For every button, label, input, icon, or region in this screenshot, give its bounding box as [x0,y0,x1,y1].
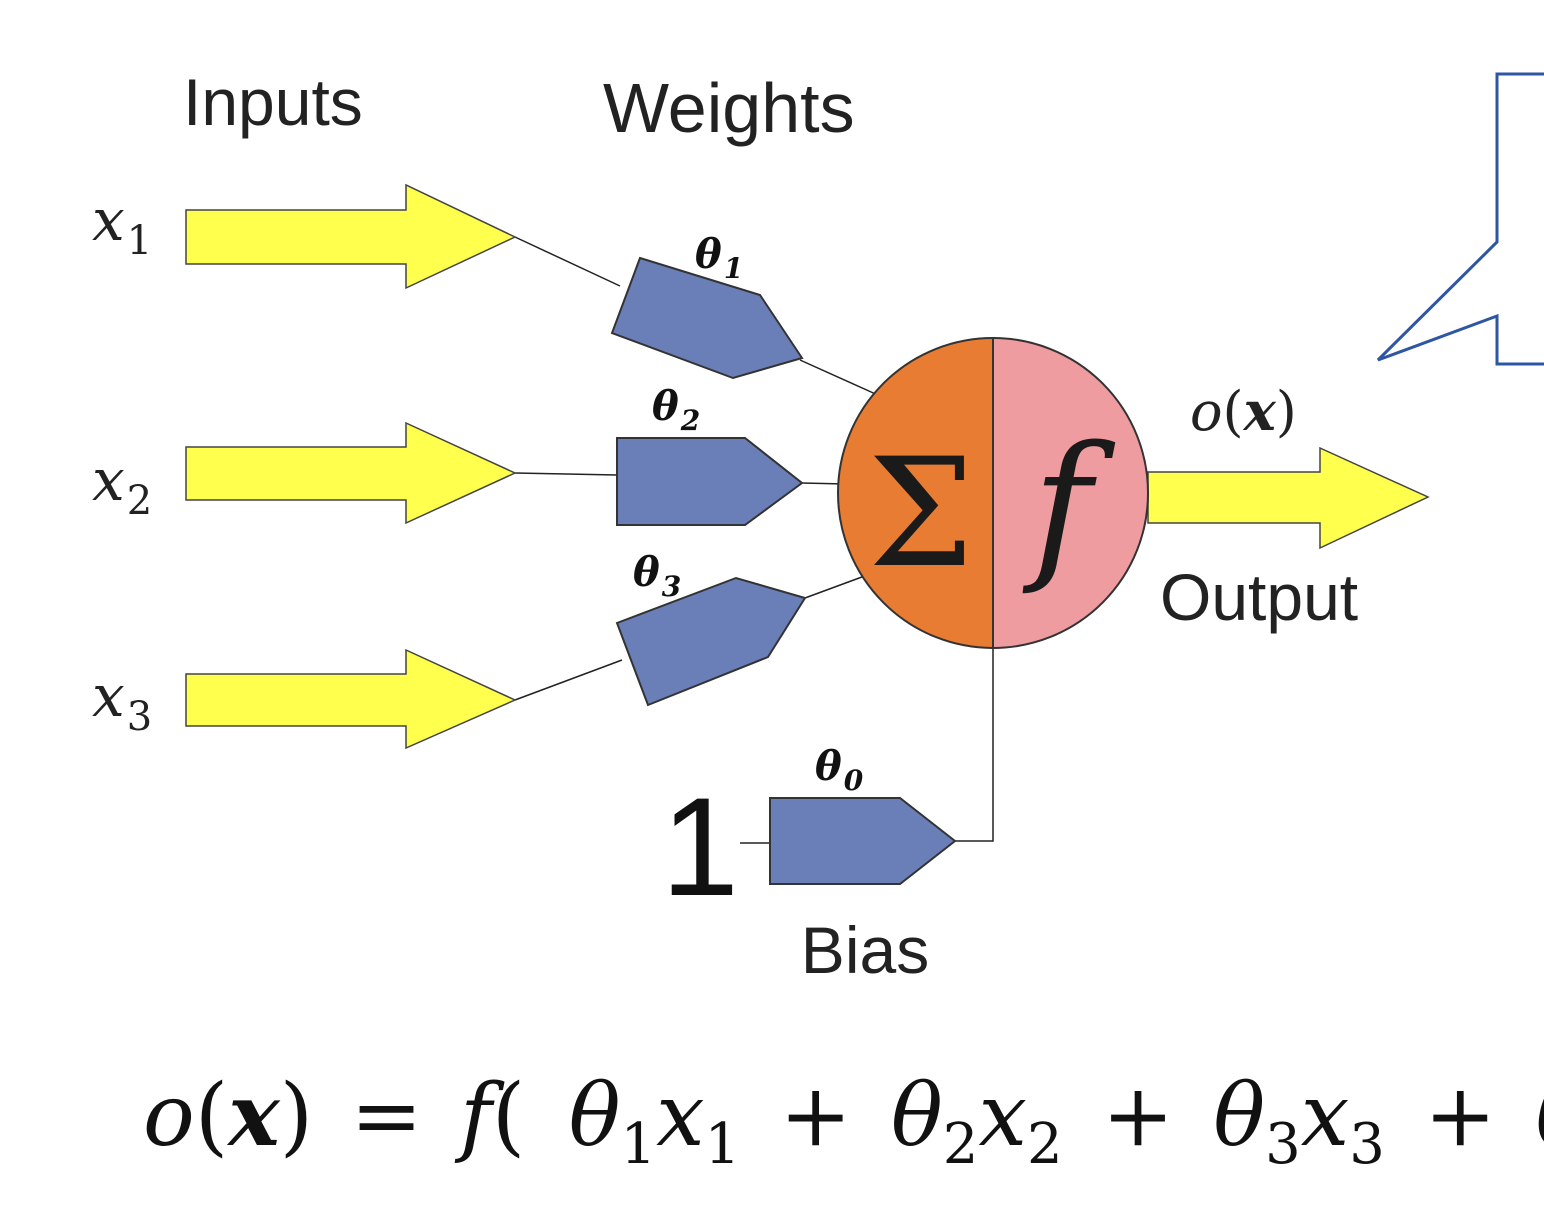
input-arrow-x3 [185,648,517,750]
neuron-sum-half [838,338,993,648]
input-arrow-x1 [185,183,517,290]
weights-header: Weights [603,69,855,147]
sum-symbol: Σ [868,427,974,601]
output-arrow [1147,446,1430,550]
weight-label-1: θ1 [695,231,743,285]
input-label-x1: x1 [92,186,152,264]
perceptron-equation: o(x) = f( θ1x1 + θ2x2 + θ3x3 + θ0 ) [143,1065,1544,1184]
bias-label: Bias [801,913,929,987]
connector-x2 [514,472,618,476]
output-function-label: o(x) [1190,379,1297,443]
input-label-x3: x3 [92,662,152,740]
output-label: Output [1160,560,1358,634]
weight-label-2: θ2 [652,383,700,437]
connector-w3 [804,573,871,599]
neuron-activation-half [993,338,1148,648]
connector-x1 [514,236,621,287]
input-arrow-x2 [185,421,517,525]
input-label-x2: x2 [92,446,152,524]
weight-block-2 [616,437,804,526]
weight-label-3: θ3 [633,549,681,603]
connector-bias-out [955,648,994,842]
weight-block-1 [610,256,804,380]
connector-x3 [514,659,623,701]
weight-label-0: θ0 [815,743,864,797]
bias-input-one: 1 [661,768,739,925]
weight-block-3 [615,576,807,707]
inputs-header: Inputs [183,65,363,139]
callout-bubble [1376,72,1544,366]
weight-block-bias [769,797,957,885]
neuron: Σ f [837,337,1149,649]
connector-w1 [799,359,881,397]
